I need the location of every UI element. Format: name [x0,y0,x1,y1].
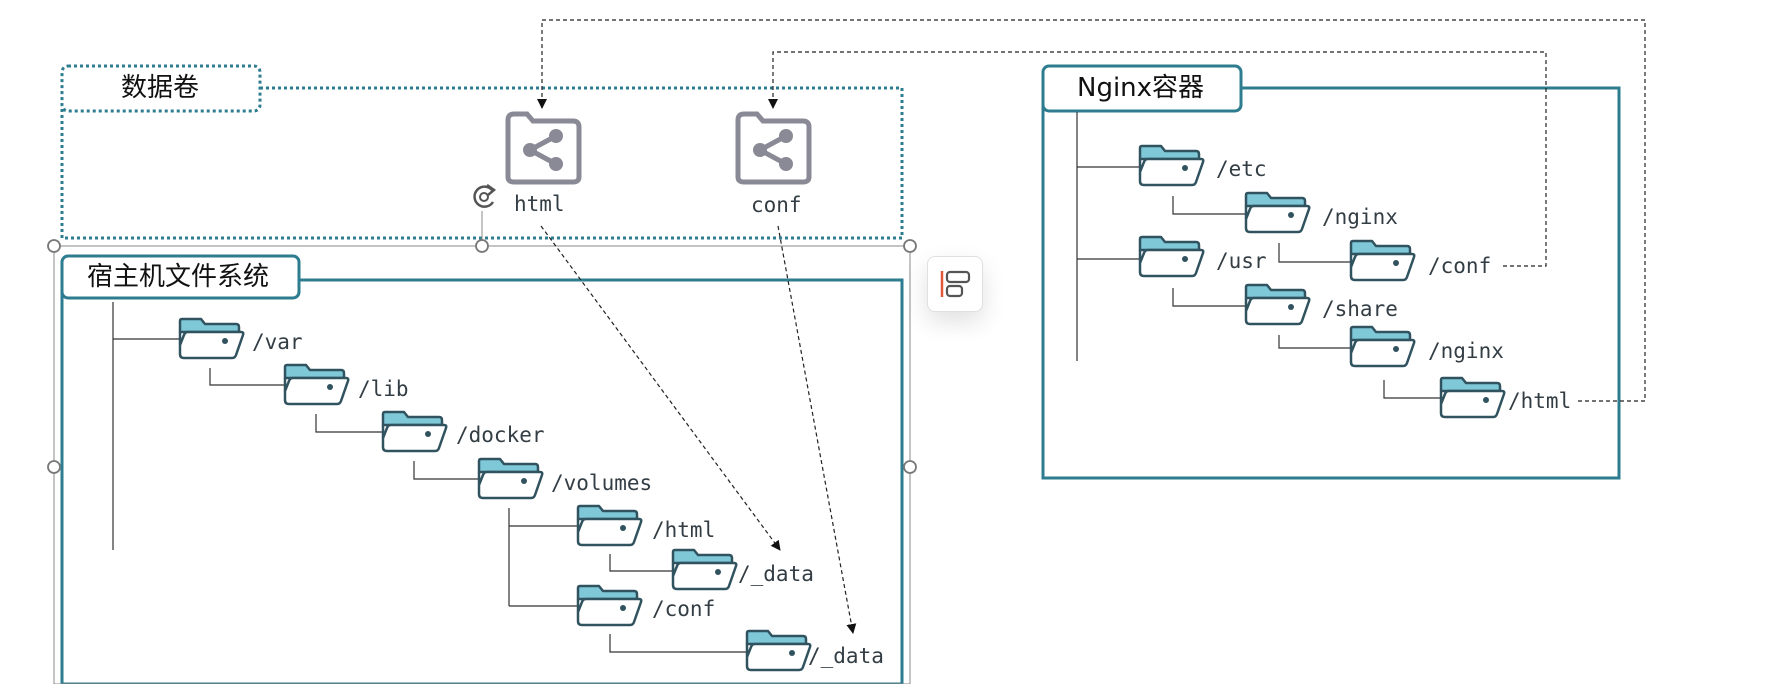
host-docker-label: /docker [456,423,545,447]
folder-icon-var[interactable] [178,317,245,360]
host-lib-label: /lib [358,377,409,401]
arrow-nginx-html-to-volume [537,19,1646,402]
folder-icon-conf[interactable] [576,584,643,627]
host-html-label: /html [652,518,716,542]
host-group[interactable] [60,254,904,684]
nginx-html-label: /html [1508,389,1572,413]
volume-conf-icon[interactable] [735,111,812,185]
nginx-share-label: /share [1322,297,1398,321]
nginx-etc-label: /etc [1216,157,1267,181]
volume-group-title: 数据卷 [121,73,200,103]
nginx-etc-nginx-label: /nginx [1322,205,1398,229]
folder-icon-etc-nginx[interactable] [1244,191,1311,234]
arrow-volume-html-to-host [540,225,781,551]
align-left-icon [940,270,971,298]
folder-icon-html[interactable] [576,504,643,547]
arrow-nginx-conf-to-volume [768,51,1547,267]
nginx-group-title-box [1041,64,1243,113]
resize-handle-top[interactable] [475,239,489,253]
folder-icon-etc[interactable] [1138,144,1205,187]
host-conf-data-label: /_data [808,644,884,668]
resize-handle-top-left[interactable] [47,239,61,253]
folder-icon-nginx-conf[interactable] [1349,239,1416,282]
nginx-conf-label: /conf [1428,254,1492,278]
resize-handle-left[interactable] [47,460,61,474]
arrow-volume-conf-to-host [777,225,857,634]
host-group-title: 宿主机文件系统 [87,262,270,292]
folder-icon-nginx-html[interactable] [1439,376,1506,419]
rotate-handle-icon[interactable] [471,183,497,210]
host-tree-lines [112,302,747,653]
mapping-arrows [537,19,1646,634]
resize-handle-top-right[interactable] [903,239,917,253]
volume-html-label: html [514,192,565,216]
folder-icon-share[interactable] [1244,283,1311,326]
folder-icon-docker[interactable] [381,410,448,453]
nginx-usr-label: /usr [1216,249,1267,273]
host-html-data-label: /_data [738,562,814,586]
nginx-tree-lines [1076,112,1441,399]
volume-html-icon[interactable] [505,111,582,185]
folder-icon-conf-data[interactable] [745,629,812,672]
volume-group-title-box [60,64,262,113]
folder-icon-html-data[interactable] [671,548,738,591]
host-group-title-box [60,254,301,300]
host-volumes-label: /volumes [551,471,653,495]
host-conf-label: /conf [652,597,716,621]
folder-icon-lib[interactable] [283,363,350,406]
folder-icon-usr[interactable] [1138,235,1205,278]
host-var-label: /var [252,330,303,354]
nginx-share-nginx-label: /nginx [1428,339,1504,363]
folder-icon-volumes[interactable] [477,457,544,500]
folder-icon-share-nginx[interactable] [1349,325,1416,368]
nginx-group-title: Nginx容器 [1077,73,1205,103]
resize-handle-right[interactable] [903,460,917,474]
selection-frame[interactable] [47,183,917,684]
align-toolbar-button[interactable] [927,256,983,312]
volume-conf-label: conf [751,193,802,217]
nginx-group[interactable] [1041,64,1621,480]
